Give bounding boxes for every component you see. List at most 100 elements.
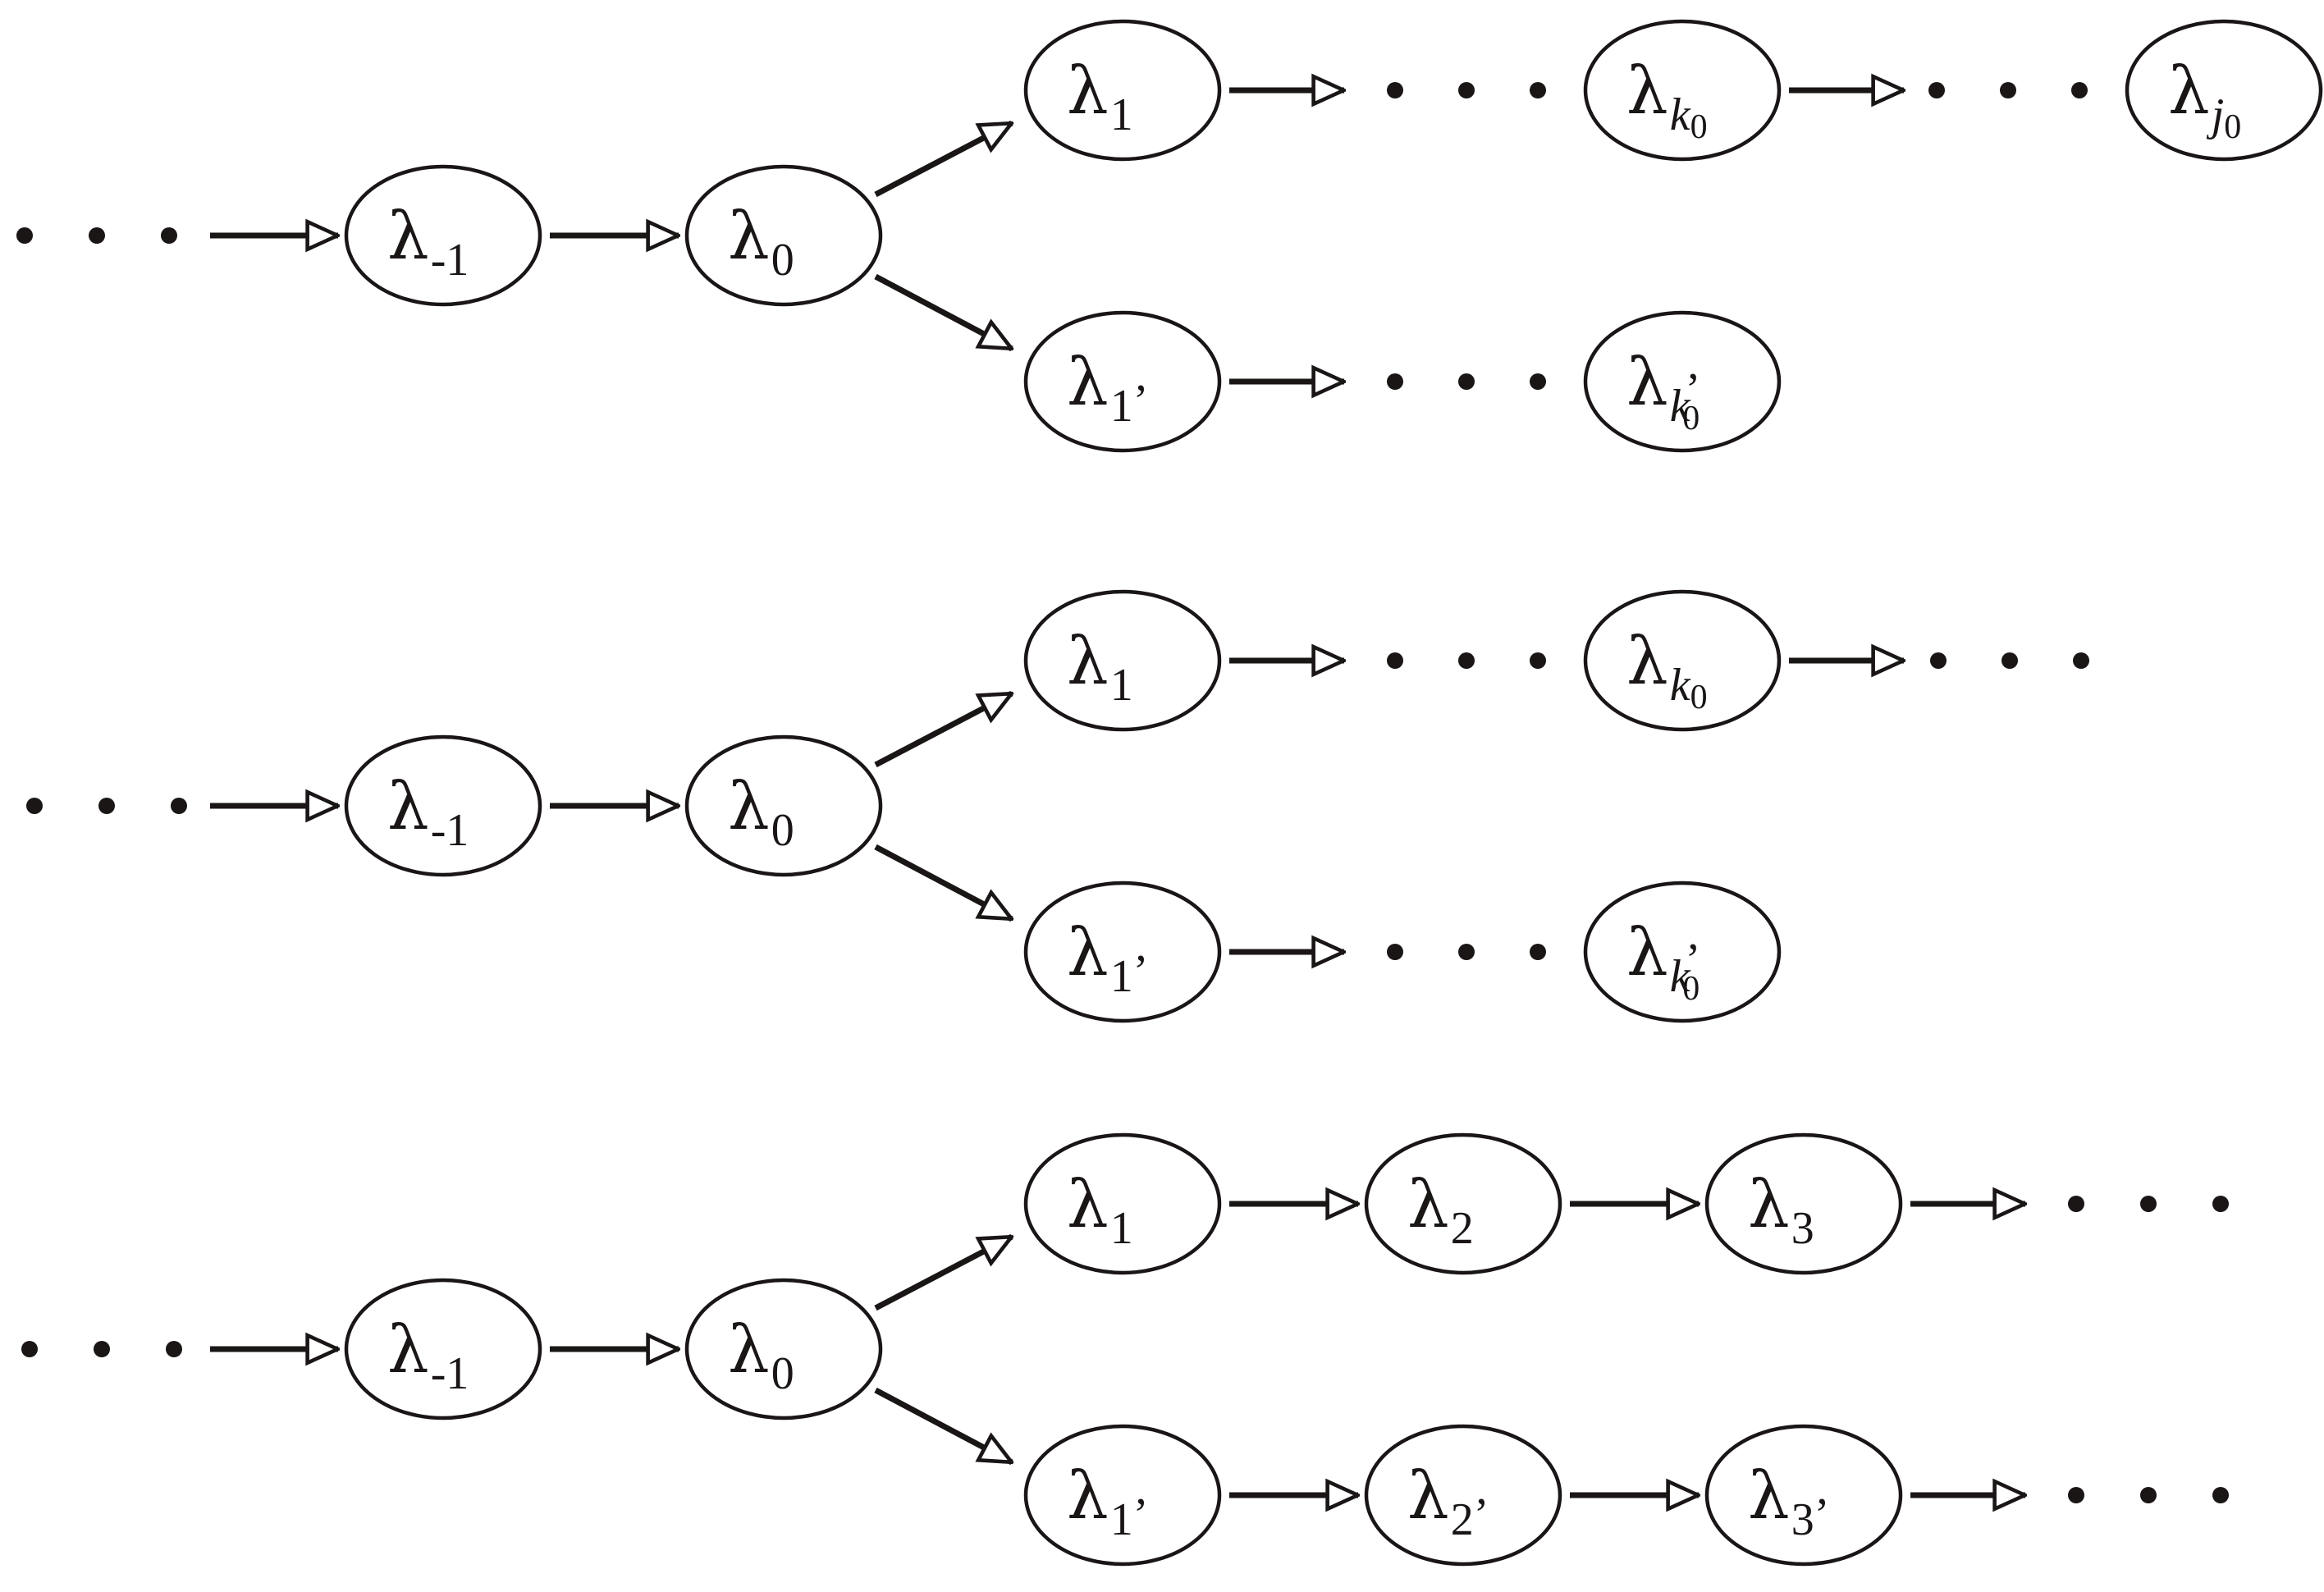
node-ellipse [1364, 1424, 1562, 1567]
ellipsis-dot [16, 227, 33, 244]
lambda-symbol: λ [1407, 1166, 1449, 1242]
ellipsis-dot [1458, 652, 1475, 669]
node-ellipse [1023, 19, 1222, 162]
node-p3-l1p: λ1’ [1023, 1424, 1222, 1567]
ellipsis-dot [2001, 652, 2018, 669]
ellipsis-dot [1530, 944, 1546, 960]
node-ellipse [344, 164, 542, 307]
ellipsis-dot [94, 1341, 110, 1357]
lambda-symbol: λ [387, 1311, 429, 1388]
node-ellipse [344, 734, 542, 877]
node-subscript: 1 [1110, 1494, 1133, 1545]
ellipsis-dot [2073, 652, 2089, 669]
node-ellipse [1023, 589, 1222, 732]
lambda-symbol: λ [1067, 53, 1109, 129]
node-prime: ’ [1474, 1489, 1489, 1540]
node-p2-lm1: λ-1 [344, 734, 542, 877]
lambda-symbol: λ [1626, 914, 1668, 990]
ellipsis-dot [1928, 82, 1945, 98]
ellipsis-dot [1458, 82, 1475, 98]
node-subscript: -1 [431, 235, 469, 286]
node-ellipse [1023, 1132, 1222, 1275]
node-ellipse [2125, 19, 2323, 162]
node-label: λj0 [2168, 53, 2241, 146]
ellipsis-dot [1530, 652, 1546, 669]
ellipsis-dot [2140, 1196, 2157, 1212]
node-label: λ1’ [1067, 914, 1148, 1002]
node-label: λ-1 [387, 768, 469, 856]
lambda-symbol: λ [1067, 1457, 1109, 1534]
ellipsis-dot [2212, 1487, 2229, 1503]
ellipsis-dot [1387, 82, 1403, 98]
node-label: λ1 [1067, 1166, 1133, 1254]
node-p3-lm1: λ-1 [344, 1278, 542, 1420]
node-label: λ0 [728, 768, 794, 856]
node-subsubscript: 0 [2224, 108, 2241, 146]
ellipsis-dot [2068, 1487, 2084, 1503]
node-p1-l1p: λ1’ [1023, 310, 1222, 453]
node-label: λk’0 [1626, 914, 1700, 1008]
node-p3-l1: λ1 [1023, 1132, 1222, 1275]
lambda-symbol: λ [728, 1311, 770, 1388]
ellipsis-dot [1530, 373, 1546, 390]
node-subscript: 1 [1110, 1203, 1133, 1254]
ellipsis-dot [1387, 373, 1403, 390]
ellipsis-dot [2068, 1196, 2084, 1212]
lambda-symbol: λ [1626, 53, 1668, 129]
node-subscript: 3 [1791, 1494, 1814, 1545]
node-subscript: 1 [1110, 89, 1133, 140]
ellipsis-dot [2212, 1196, 2229, 1212]
node-p3-l2: λ2 [1364, 1132, 1562, 1275]
node-label: λk0 [1626, 623, 1708, 716]
node-subscript: 1 [1110, 951, 1133, 1002]
node-ellipse [684, 734, 883, 877]
node-ellipse [1364, 1132, 1562, 1275]
node-p1-lm1: λ-1 [344, 164, 542, 307]
node-label: λk’0 [1626, 344, 1700, 437]
node-p3-l3p: λ3’ [1704, 1424, 1903, 1567]
node-subsubscript: 0 [1682, 970, 1700, 1008]
edges-layer [210, 90, 2025, 1495]
node-p3-l3: λ3 [1704, 1132, 1903, 1275]
ellipsis-dot [1930, 652, 1947, 669]
node-prime: ’ [1686, 364, 1701, 415]
node-p2-lk0p: λk’0 [1583, 881, 1782, 1023]
node-ellipse [1704, 1132, 1903, 1275]
node-label: λ1’ [1067, 344, 1148, 432]
lambda-symbol: λ [1067, 1166, 1109, 1242]
ellipsis-dot [1387, 944, 1403, 960]
arrow-l0-to-l1p [874, 273, 1012, 352]
lambda-symbol: λ [1067, 344, 1109, 420]
node-subsubscript: 0 [1690, 108, 1708, 146]
ellipsis-dot [1458, 944, 1475, 960]
node-subscript: 1 [1110, 660, 1133, 711]
node-label: λ1 [1067, 53, 1133, 140]
node-p3-l2p: λ2’ [1364, 1424, 1562, 1567]
node-p2-l1: λ1 [1023, 589, 1222, 732]
node-p3-l0: λ0 [684, 1278, 883, 1420]
ellipsis-dot [1458, 373, 1475, 390]
node-prime: ’ [1686, 935, 1701, 986]
node-ellipse [1023, 881, 1222, 1023]
node-subscript: k [1670, 660, 1691, 711]
node-subscript: 1 [1110, 381, 1133, 432]
ellipsis-dot [2140, 1487, 2157, 1503]
node-label: λk0 [1626, 53, 1708, 146]
node-subscript: 2 [1451, 1203, 1474, 1254]
node-label: λ1’ [1067, 1457, 1148, 1545]
node-ellipse [1023, 1424, 1222, 1567]
node-p2-lk0: λk0 [1583, 589, 1782, 732]
node-subscript: j [2207, 89, 2225, 140]
ellipsis-dot [26, 798, 43, 814]
node-ellipse [1583, 310, 1782, 453]
arrow-l0-to-l1p [874, 844, 1012, 922]
node-subscript: 0 [771, 1348, 794, 1399]
node-p2-l1p: λ1’ [1023, 881, 1222, 1023]
ellipsis-dot [89, 227, 105, 244]
node-label: λ0 [728, 198, 794, 286]
ellipsis-dot [171, 798, 187, 814]
node-label: λ0 [728, 1311, 794, 1399]
ellipsis-dot [2071, 82, 2088, 98]
ellipsis-dot [1530, 82, 1546, 98]
